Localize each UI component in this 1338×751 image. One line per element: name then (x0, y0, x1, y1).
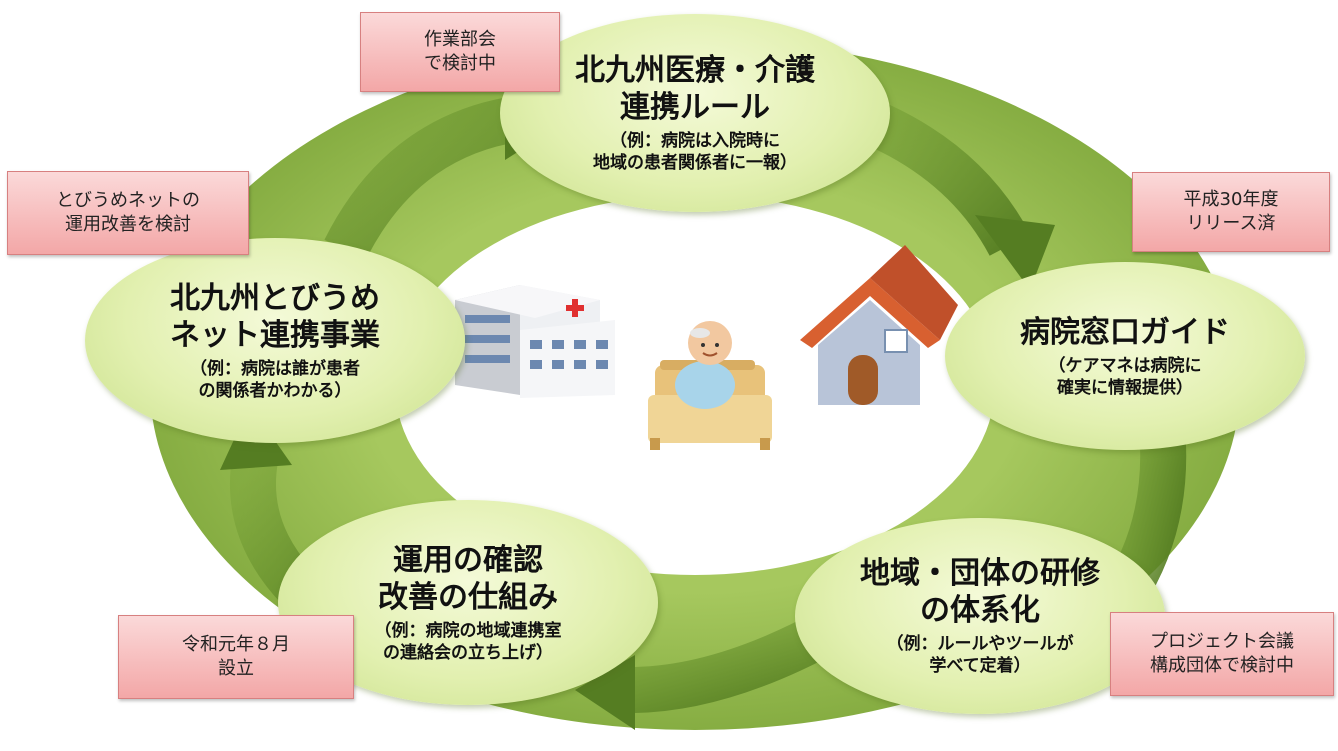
node-guide-title: 病院窓口ガイド (1020, 314, 1230, 350)
node-tobiume-example: （例：病院は誰が患者 の関係者かわかる） (190, 358, 360, 401)
note-established: 令和元年８月 設立 (118, 615, 354, 699)
note-tobiume-improve: とびうめネットの 運用改善を検討 (7, 171, 249, 255)
node-tobiume-title: 北九州とびうめ ネット連携事業 (170, 280, 380, 353)
note-project: プロジェクト会議 構成団体で検討中 (1110, 612, 1334, 696)
node-rules: 北九州医療・介護 連携ルール （例：病院は入院時に 地域の患者関係者に一報） (500, 14, 890, 212)
node-rules-title: 北九州医療・介護 連携ルール (575, 53, 815, 125)
house-icon (800, 245, 958, 405)
hospital-icon (455, 285, 615, 398)
node-review-title: 運用の確認 改善の仕組み (378, 542, 558, 615)
node-review-example: （例：病院の地域連携室 の連絡会の立ち上げ） (374, 620, 562, 663)
node-training-title: 地域・団体の研修 の体系化 (860, 556, 1100, 628)
note-released: 平成30年度 リリース済 (1132, 172, 1330, 252)
node-rules-example: （例：病院は入院時に 地域の患者関係者に一報） (593, 131, 797, 173)
node-training: 地域・団体の研修 の体系化 （例：ルールやツールが 学べて定着） (795, 518, 1165, 714)
node-training-example: （例：ルールやツールが 学べて定着） (886, 634, 1074, 676)
patient-in-bed-icon (648, 321, 772, 450)
node-guide: 病院窓口ガイド （ケアマネは病院に 確実に情報提供） (945, 262, 1305, 450)
node-tobiume: 北九州とびうめ ネット連携事業 （例：病院は誰が患者 の関係者かわかる） (85, 238, 465, 443)
note-working-group: 作業部会 で検討中 (360, 12, 560, 92)
node-guide-example: （ケアマネは病院に 確実に情報提供） (1048, 355, 1202, 398)
